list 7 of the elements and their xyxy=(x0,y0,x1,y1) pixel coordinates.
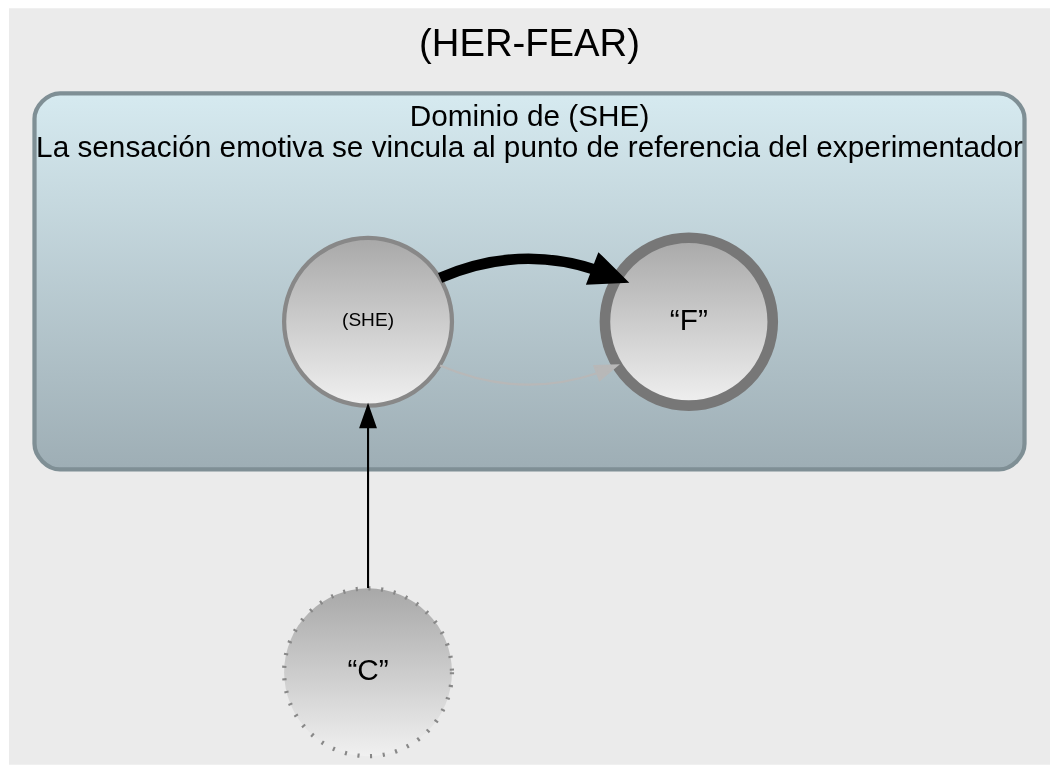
arrow xyxy=(358,402,377,589)
node-circle: (SHE) xyxy=(281,235,454,408)
arrow xyxy=(439,364,620,386)
arrow xyxy=(437,252,629,285)
diagram-title: (HER-FEAR) xyxy=(418,20,640,64)
node-circle: “F” xyxy=(599,232,778,411)
node-circle: “C” xyxy=(281,586,454,759)
